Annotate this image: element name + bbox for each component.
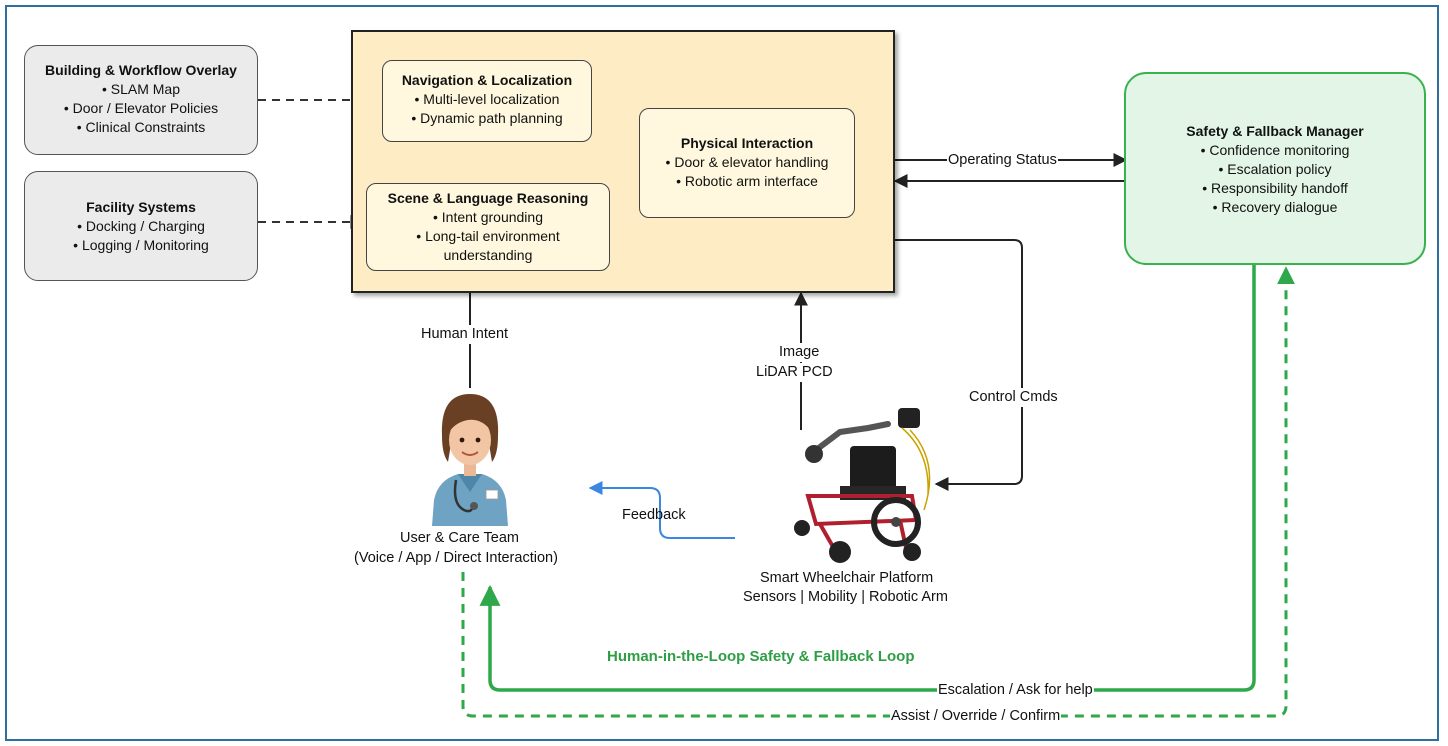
physical-title: Physical Interaction [680, 135, 814, 151]
human-intent-label: Human Intent [420, 325, 510, 344]
facility-item: • Docking / Charging [77, 218, 205, 234]
image-label: Image [778, 343, 821, 362]
loop-title: Human-in-the-Loop Safety & Fallback Loop [607, 648, 915, 665]
facility-systems-title: Facility Systems [86, 199, 196, 215]
feedback-label: Feedback [622, 507, 686, 523]
escalation-label: Escalation / Ask for help [937, 681, 1094, 700]
safety-item: • Recovery dialogue [1212, 199, 1338, 215]
operating-status-label: Operating Status [947, 151, 1058, 170]
escalation-loop-line [479, 260, 1256, 692]
overlay-item: • Door / Elevator Policies [63, 100, 219, 116]
control-cmds-label: Control Cmds [968, 388, 1059, 407]
user-interaction-label: (Voice / App / Direct Interaction) [354, 550, 558, 566]
safety-item: • Escalation policy [1218, 161, 1332, 177]
navigation-item: • Dynamic path planning [411, 110, 563, 126]
facility-systems-box: Facility Systems • Docking / Charging • … [24, 171, 258, 281]
building-overlay-title: Building & Workflow Overlay [45, 62, 237, 78]
wheelchair-illustration [794, 408, 931, 563]
scene-language-box: Scene & Language Reasoning • Intent grou… [366, 183, 610, 271]
diagram-frame [5, 5, 1439, 741]
navigation-localization-box: Navigation & Localization • Multi-level … [382, 60, 592, 142]
physical-item: • Door & elevator handling [665, 154, 829, 170]
overlay-item: • SLAM Map [101, 81, 181, 97]
scene-title: Scene & Language Reasoning [387, 190, 589, 206]
overlay-item: • Clinical Constraints [76, 119, 206, 135]
safety-fallback-box: Safety & Fallback Manager • Confidence m… [1124, 72, 1426, 265]
feedback-arrow [588, 481, 735, 539]
control-cmds-arrow [895, 239, 1023, 491]
building-overlay-box: Building & Workflow Overlay • SLAM Map •… [24, 45, 258, 155]
lidar-label: LiDAR PCD [755, 363, 834, 382]
navigation-item: • Multi-level localization [414, 91, 560, 107]
safety-item: • Confidence monitoring [1200, 142, 1350, 158]
wheelchair-platform-label: Smart Wheelchair Platform [760, 570, 934, 586]
navigation-title: Navigation & Localization [401, 72, 573, 88]
physical-item: • Robotic arm interface [676, 173, 818, 189]
assist-loop-line [461, 266, 1295, 718]
scene-item: • Long-tail environment [416, 228, 560, 244]
assist-label: Assist / Override / Confirm [890, 707, 1062, 726]
scene-item: understanding [443, 247, 533, 263]
scene-item: • Intent grounding [433, 209, 543, 225]
wheelchair-capabilities-label: Sensors | Mobility | Robotic Arm [743, 589, 948, 605]
safety-item: • Responsibility handoff [1202, 180, 1348, 196]
safety-title: Safety & Fallback Manager [1186, 123, 1364, 139]
facility-item: • Logging / Monitoring [73, 237, 209, 253]
physical-interaction-box: Physical Interaction • Door & elevator h… [639, 108, 855, 218]
user-care-team-label: User & Care Team [400, 530, 519, 546]
care-team-illustration [432, 394, 508, 526]
